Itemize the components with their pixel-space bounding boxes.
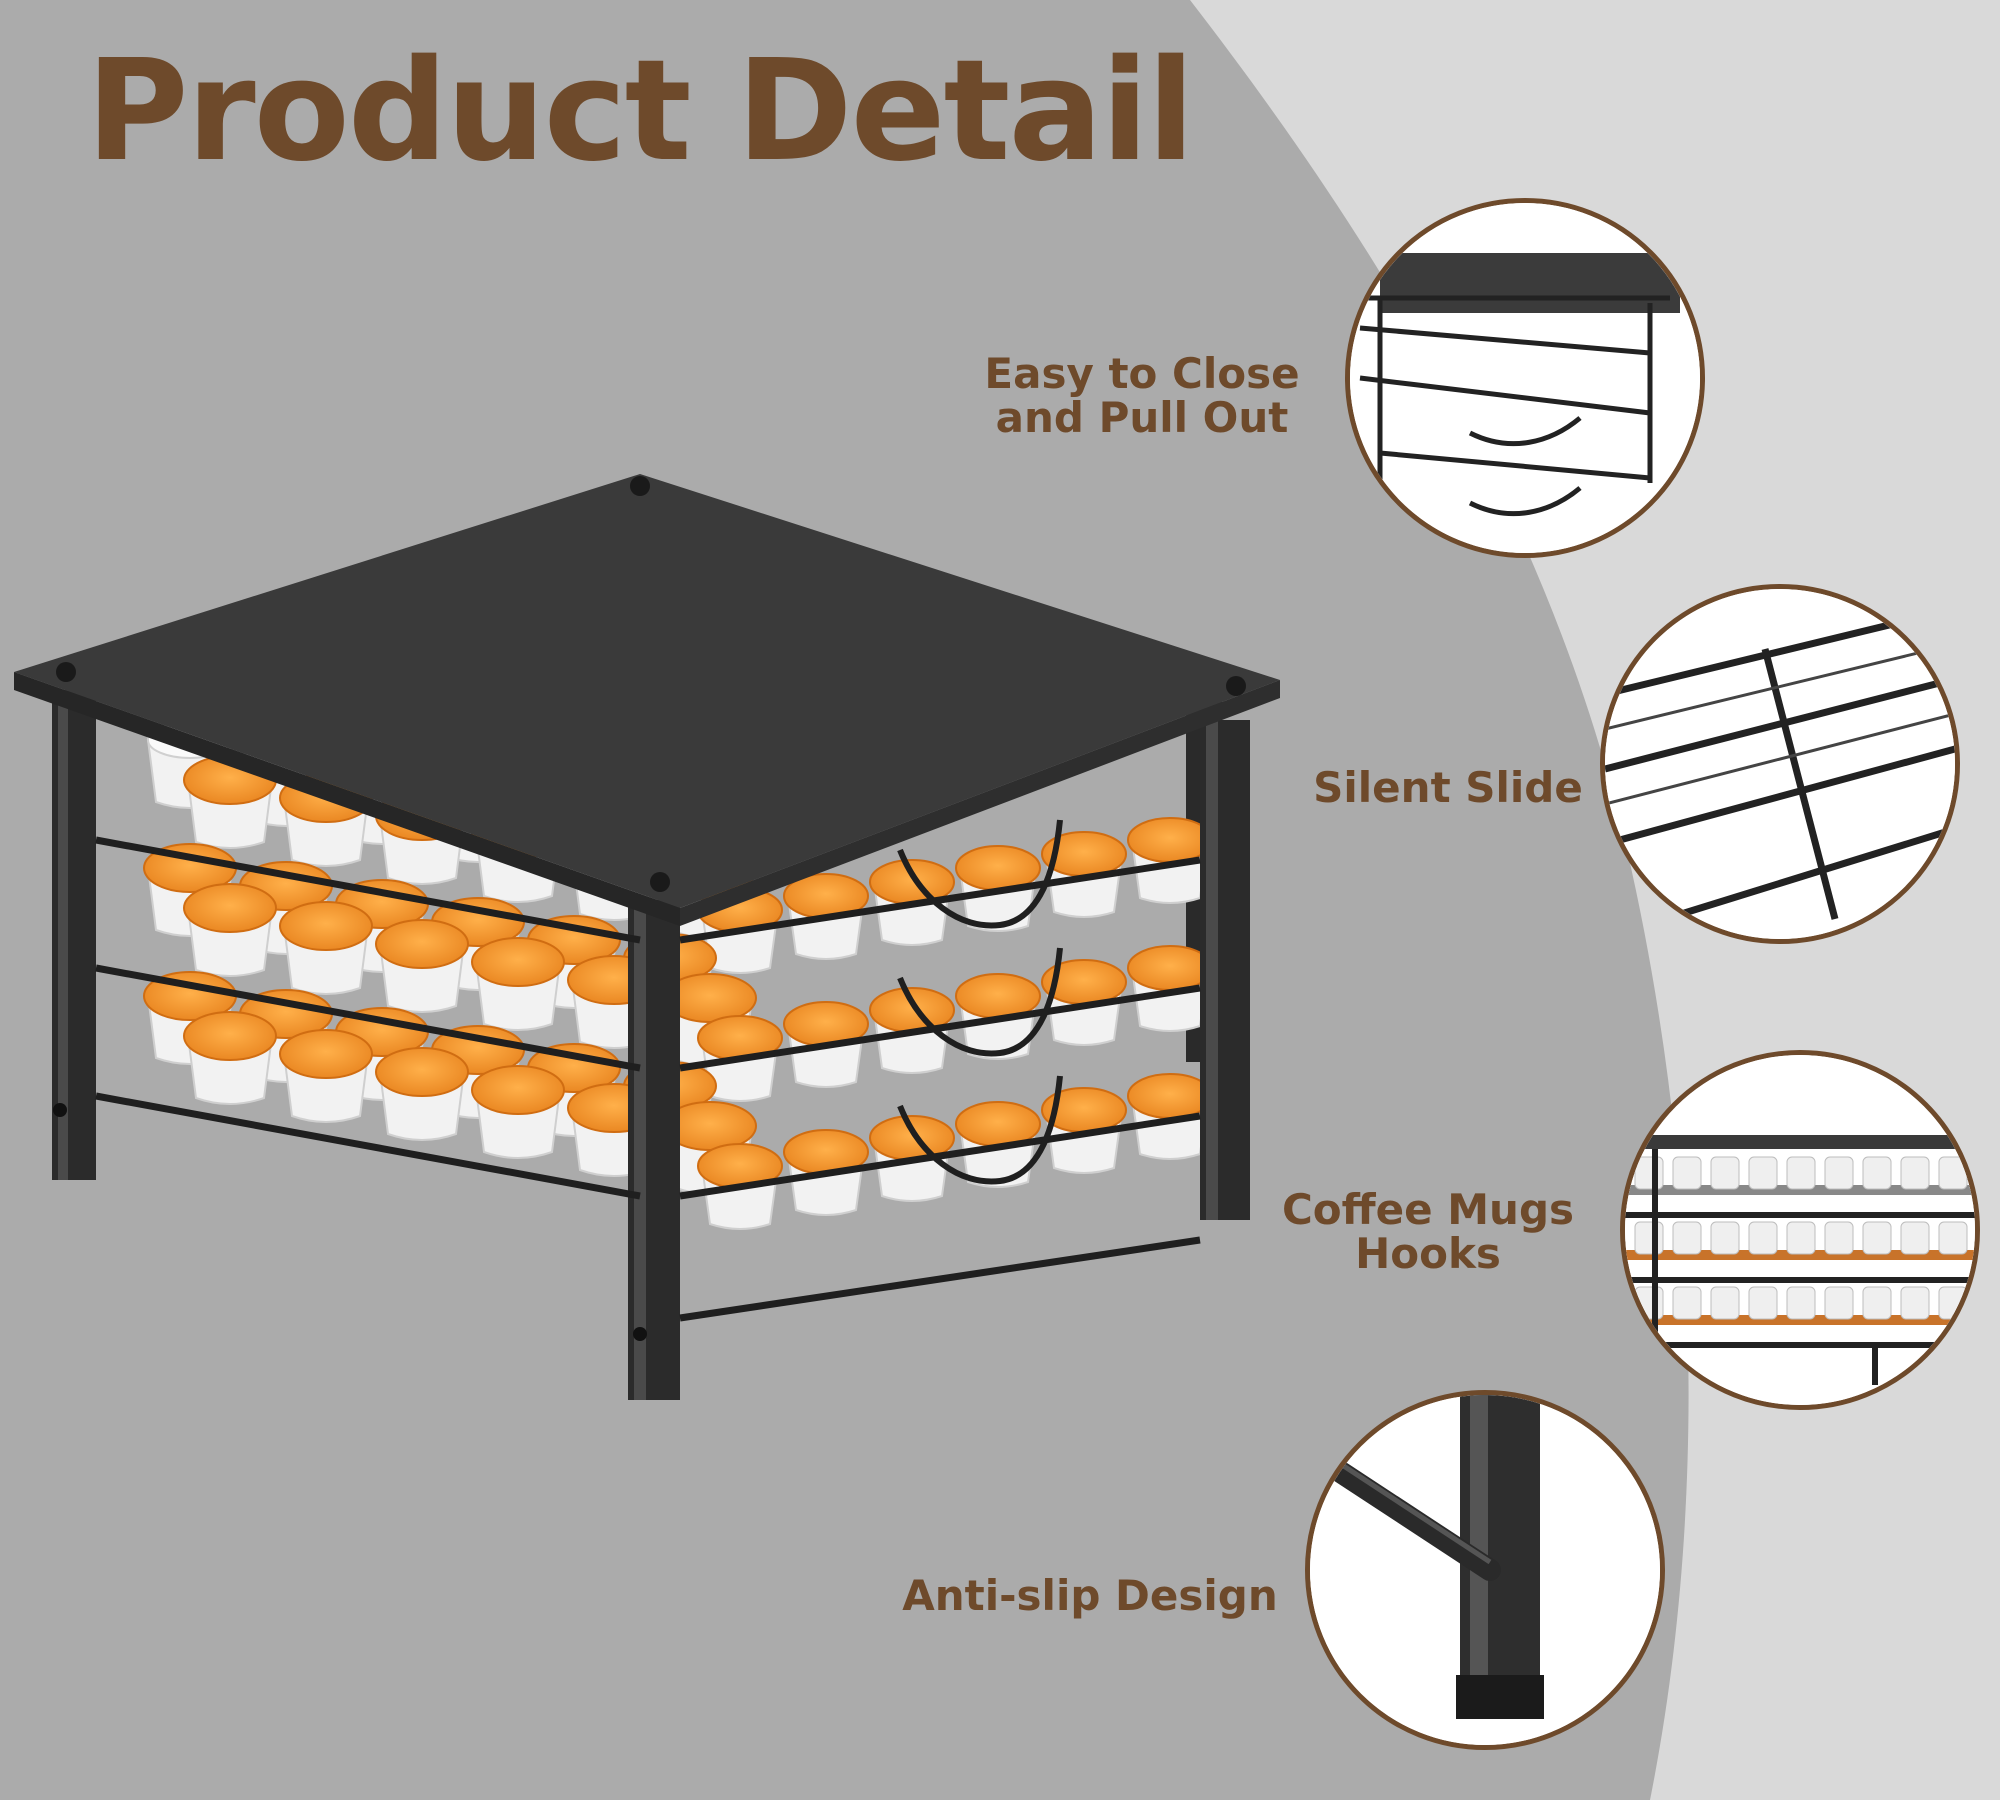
leg-foot-detail-icon	[1305, 1390, 1665, 1750]
mini-pod-rows	[1625, 1156, 1975, 1325]
feature-label-line: Coffee Mugs	[1281, 1185, 1575, 1234]
coffee-pods	[143, 721, 1213, 1230]
feature-label-line: Hooks	[1355, 1229, 1501, 1278]
feature-label-line: Silent Slide	[1313, 763, 1583, 812]
slide-rail-detail-icon	[1600, 584, 1960, 944]
feature-label-line: Easy to Close	[984, 349, 1300, 398]
feature-label-coffee-mugs-hooks: Coffee Mugs Hooks	[1268, 1188, 1588, 1276]
feature-label-silent-slide: Silent Slide	[1308, 766, 1588, 810]
page-title: Product Detail	[86, 30, 1195, 193]
feature-label-line: Anti-slip Design	[902, 1571, 1278, 1620]
drawer-detail-icon	[1345, 198, 1705, 558]
feature-label-line: and Pull Out	[995, 393, 1289, 442]
feature-label-anti-slip: Anti-slip Design	[900, 1574, 1280, 1618]
feature-label-easy-close: Easy to Close and Pull Out	[982, 352, 1302, 440]
rack-front-detail-icon	[1620, 1050, 1980, 1410]
